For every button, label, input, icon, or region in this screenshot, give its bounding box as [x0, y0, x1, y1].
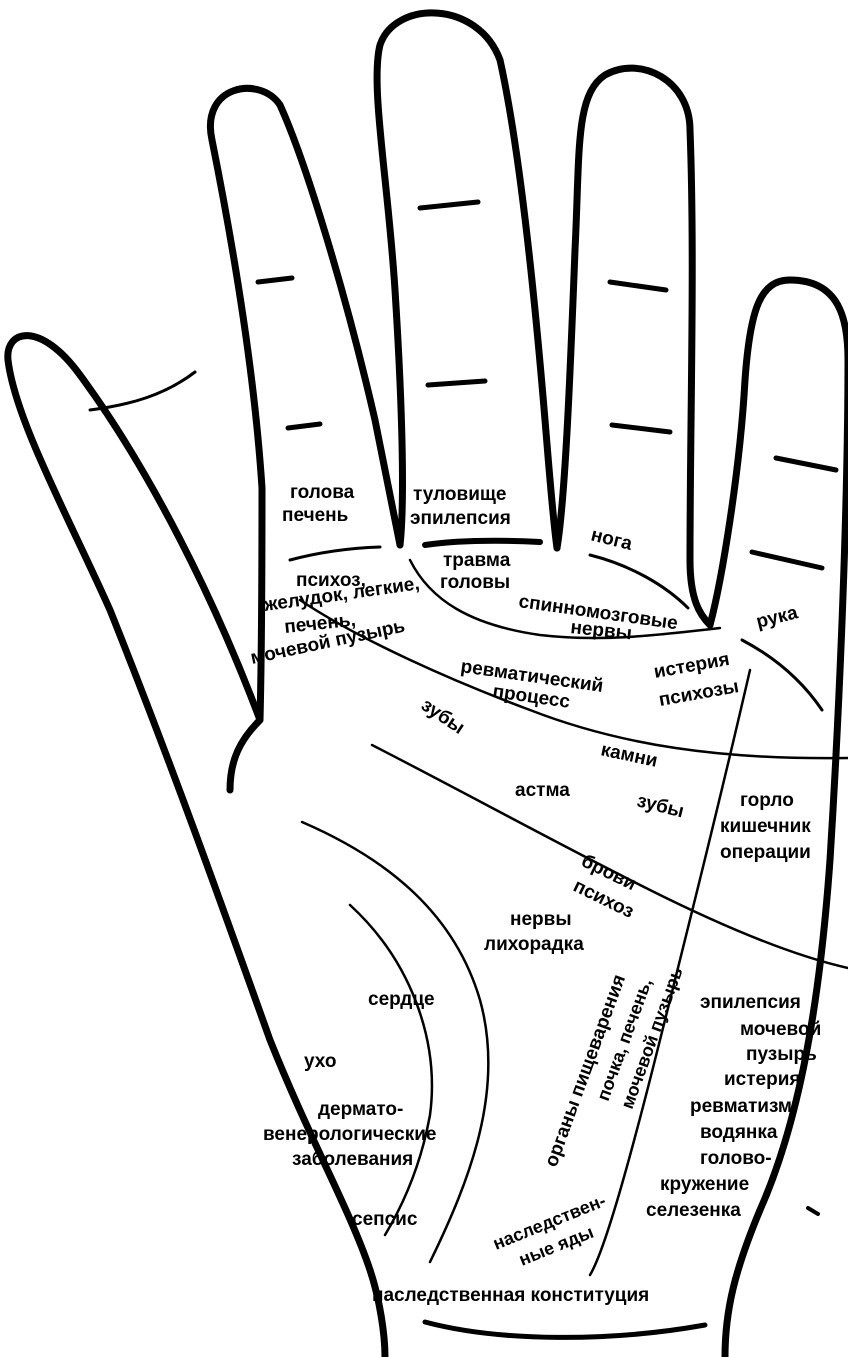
- label-noga: нога: [589, 524, 635, 555]
- inner-life-line: [350, 905, 432, 1235]
- label-golovo: голово-: [700, 1148, 772, 1169]
- label-psikhozy: психозы: [657, 676, 740, 711]
- label-selezenka: селезенка: [646, 1200, 741, 1221]
- label-sepsis: сепсис: [352, 1209, 418, 1230]
- label-epilepsia: эпилепсия: [700, 992, 801, 1013]
- label-astma: астма: [515, 780, 570, 801]
- arc-ring: [590, 555, 688, 608]
- label-konstitutsiya: наследственная конституция: [372, 1285, 649, 1306]
- label-puzyr: пузырь: [746, 1044, 817, 1065]
- label-zabolevania: заболевания: [292, 1149, 413, 1170]
- label-dermato: дермато-: [318, 1099, 403, 1120]
- label-isteria-2: истерия: [724, 1069, 801, 1090]
- thumb-crease: [90, 372, 195, 410]
- label-vodyanka: водянка: [700, 1122, 778, 1143]
- bracelet-line: [425, 1322, 705, 1337]
- ring-finger-outline: [557, 68, 710, 625]
- little-finger-outline: [710, 280, 848, 625]
- arc-index: [290, 547, 380, 560]
- label-mochevoy-2: мочевой: [740, 1019, 821, 1040]
- label-travma: травма: [443, 550, 511, 571]
- label-pechen-top: печень: [282, 505, 348, 526]
- label-ukho: ухо: [304, 1051, 337, 1072]
- label-revmatizm: ревматизм: [690, 1096, 792, 1117]
- arc-little: [742, 640, 822, 710]
- label-tulovishche: туловище: [413, 484, 506, 505]
- middle-finger-outline: [377, 13, 557, 548]
- label-kruzhenie: кружение: [660, 1174, 749, 1195]
- label-likhoradka: лихорадка: [484, 934, 584, 955]
- arc-middle: [425, 541, 540, 545]
- label-serdtse: сердце: [368, 989, 435, 1010]
- label-ruka: рука: [754, 602, 800, 633]
- small-mark: [808, 1208, 818, 1214]
- label-epilepsia-top: эпилепсия: [410, 508, 511, 529]
- life-line: [302, 822, 488, 1262]
- label-isteria: истерия: [652, 649, 731, 683]
- label-golovy: головы: [440, 572, 510, 593]
- label-operatsii: операции: [720, 842, 811, 863]
- index-finger-outline: [210, 88, 400, 545]
- label-kishechnik: кишечник: [720, 816, 811, 837]
- label-nervy: нервы: [510, 909, 572, 930]
- label-gorlo: горло: [740, 790, 794, 811]
- label-venerolog: венерологические: [263, 1124, 436, 1145]
- label-zuby-1: зубы: [417, 695, 468, 739]
- label-golova: голова: [290, 482, 355, 503]
- label-zuby-2: зубы: [635, 790, 686, 822]
